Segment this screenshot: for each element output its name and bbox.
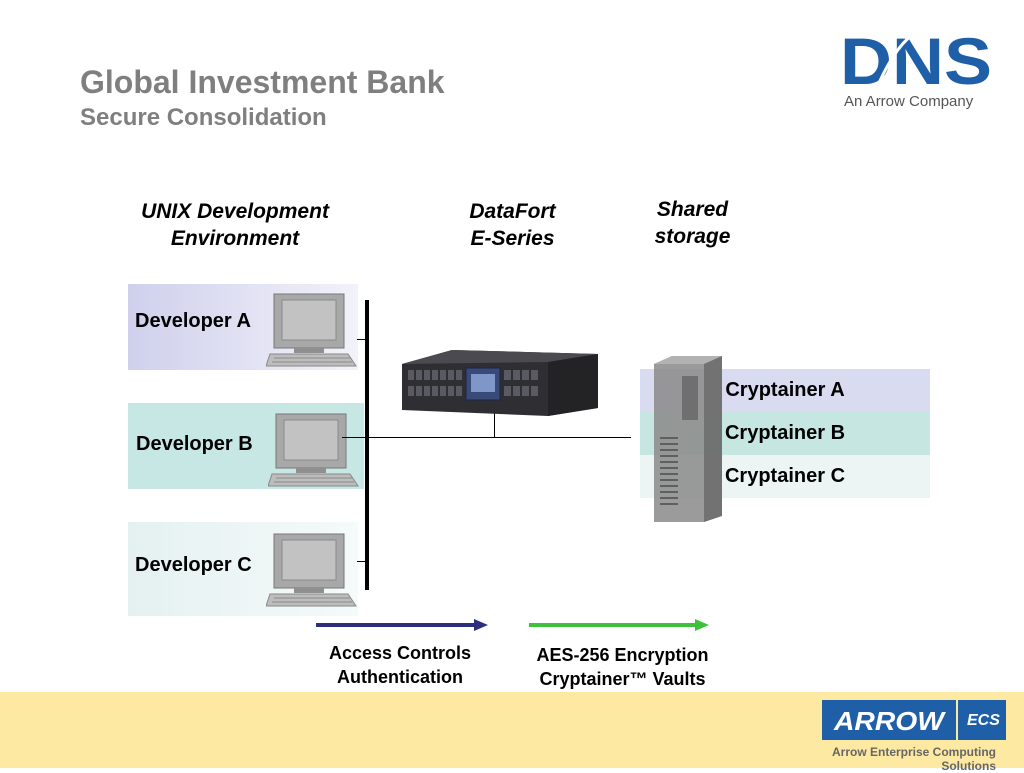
network-bus-line	[365, 300, 369, 590]
dns-logo: DNS An Arrow Company	[840, 24, 992, 110]
unix-environment-heading: UNIX Development Environment	[141, 200, 329, 250]
footer-tagline: Arrow Enterprise Computing Solutions	[831, 745, 996, 773]
dns-logo-tagline: An Arrow Company	[844, 93, 974, 110]
arrow-logo-text: ARROW	[833, 706, 947, 736]
storage-tower-icon	[654, 356, 722, 522]
developer-b-label: Developer B	[136, 433, 253, 455]
arrow-ecs-logo: ARROW ECS	[822, 700, 1006, 740]
appliance-link-line	[494, 412, 495, 437]
ecs-badge-text: ECS	[967, 712, 1000, 729]
computer-icon	[266, 293, 357, 367]
connector-line	[357, 561, 367, 562]
encryption-arrow	[529, 619, 709, 631]
computer-icon	[266, 533, 357, 607]
connector-line	[342, 437, 367, 438]
logo-swoosh	[874, 27, 937, 91]
datafort-heading: DataFort E-Series	[469, 200, 556, 250]
shared-storage-heading: Shared storage	[654, 198, 731, 248]
dns-logo-letters: DNS	[840, 24, 992, 98]
page-title: Global Investment Bank	[80, 64, 445, 100]
encryption-legend: AES-256 Encryption Cryptainer™ Vaults	[536, 645, 709, 689]
developer-c-label: Developer C	[135, 554, 252, 576]
connector-line	[357, 339, 367, 340]
computer-icon	[268, 413, 359, 487]
storage-link-line	[367, 437, 631, 438]
developer-a-label: Developer A	[135, 310, 251, 332]
datafort-appliance-icon	[402, 350, 598, 416]
access-controls-legend: Access Controls Authentication	[328, 643, 472, 687]
access-controls-arrow	[316, 619, 488, 631]
page-subtitle: Secure Consolidation	[80, 104, 327, 131]
